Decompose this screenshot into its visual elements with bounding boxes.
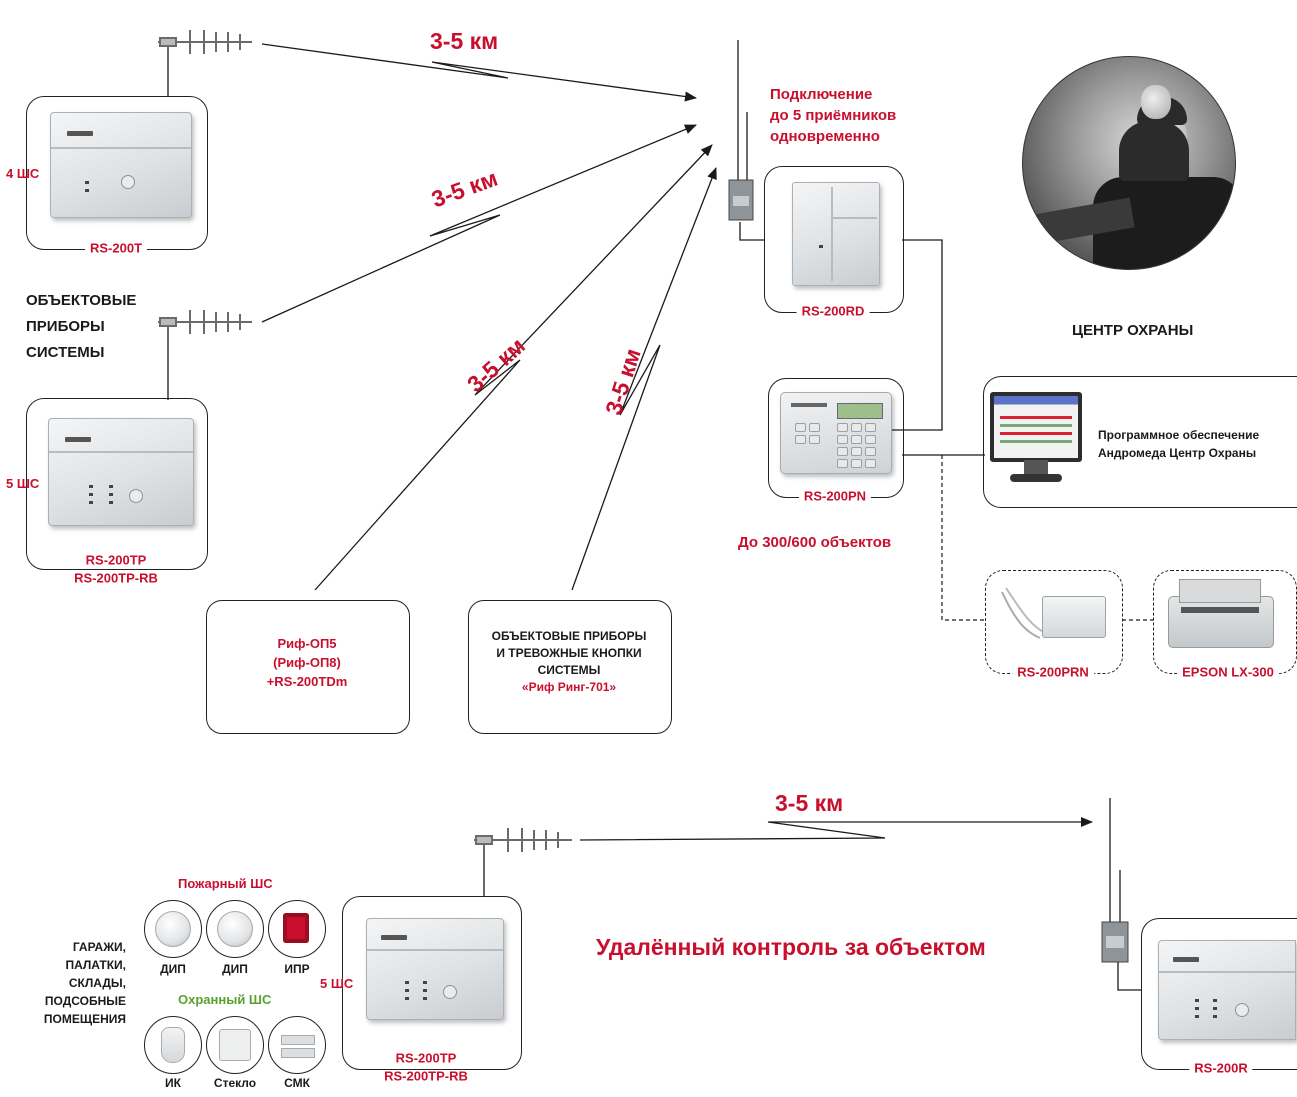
receivers-note-line1: Подключение — [770, 86, 873, 103]
security-sensor-label-1: ИК — [165, 1076, 181, 1090]
rs200tp-caption-2: RS-200TP-RB — [74, 570, 158, 586]
rif-ring-box — [468, 600, 672, 734]
smoke-detector-2 — [206, 900, 264, 958]
yagi-antenna-3 — [474, 828, 572, 852]
rif-op5-line1: Риф-ОП5 — [277, 636, 337, 651]
security-sensor-label-2: Стекло — [213, 1076, 257, 1090]
radio-link-middle — [261, 124, 697, 323]
rs200tp-caption-1: RS-200TP — [85, 552, 147, 568]
objects-label-line1: ОБЪЕКТОВЫЕ — [26, 292, 137, 309]
distance-label-top: 3-5 км — [430, 28, 499, 54]
rs200t-loops: 4 ШС — [6, 166, 40, 181]
rs200tp-bottom-caption-2: RS-200TP-RB — [384, 1068, 468, 1084]
epson-printer-image — [1168, 579, 1274, 648]
radio-link-bottom — [579, 817, 1093, 841]
magnetic-contact — [268, 1016, 326, 1074]
software-box — [983, 376, 1297, 508]
rs200pn-caption: RS-200PN — [798, 488, 872, 504]
rif-op5-line2: (Риф-ОП8) — [273, 655, 341, 670]
garages-line5: ПОМЕЩЕНИЯ — [43, 1012, 126, 1026]
operators-photo — [1022, 56, 1236, 270]
rif-op5-line3: +RS-200TDm — [266, 674, 348, 689]
manual-call-point — [268, 900, 326, 958]
rs200rd-caption: RS-200RD — [796, 303, 870, 319]
rif-ring-line3: СИСТЕМЫ — [537, 663, 601, 677]
rs200r-caption: RS-200R — [1189, 1060, 1253, 1076]
garages-line3: СКЛАДЫ, — [68, 976, 126, 990]
software-line1: Программное обеспечение — [1098, 428, 1260, 442]
objects-label-line3: СИСТЕМЫ — [26, 344, 105, 361]
rs200t-device-image — [50, 112, 192, 218]
glass-break-detector — [206, 1016, 264, 1074]
fire-sensor-label-2: ДИП — [222, 962, 248, 976]
fire-loop-label: Пожарный ШС — [178, 876, 273, 891]
radio-link-top — [261, 43, 697, 102]
distance-label-bottom: 3-5 км — [775, 790, 844, 816]
rs200pn-keypad-image — [780, 392, 892, 474]
receivers-note-line3: одновременно — [770, 128, 880, 145]
radio-link-diag-2 — [571, 167, 717, 591]
garages-line1: ГАРАЖИ, — [72, 940, 126, 954]
rs200rd-device-image — [792, 182, 880, 286]
capacity-label: До 300/600 объектов — [738, 534, 892, 551]
security-sensor-label-3: СМК — [284, 1076, 310, 1090]
whip-antenna-rs200r — [1101, 798, 1129, 963]
rs200tp-box — [26, 398, 208, 570]
garages-line4: ПОДСОБНЫЕ — [44, 994, 126, 1008]
rs200t-caption: RS-200T — [84, 240, 148, 256]
center-caption: ЦЕНТР ОХРАНЫ — [1072, 322, 1194, 339]
epson-caption: EPSON LX-300 — [1177, 664, 1279, 680]
yagi-antenna-1 — [158, 30, 252, 54]
rs200prn-device-image — [996, 582, 1110, 652]
fire-sensor-label-3: ИПР — [284, 962, 310, 976]
rs200tp-device-image — [48, 418, 194, 526]
rs200r-device-image — [1158, 940, 1296, 1040]
yagi-antenna-2 — [158, 310, 252, 334]
receivers-note-line2: до 5 приёмников — [770, 107, 897, 124]
garages-line2: ПАЛАТКИ, — [65, 958, 126, 972]
rs200tp-bottom-caption-1: RS-200TP — [395, 1050, 457, 1066]
rs200tp-bottom-box — [342, 896, 522, 1070]
radio-link-diag-1 — [314, 144, 713, 591]
objects-label-line2: ПРИБОРЫ — [26, 318, 105, 335]
rif-op5-box — [206, 600, 410, 734]
remote-control-label: Удалённый контроль за объектом — [596, 934, 986, 960]
security-loop-label: Охранный ШС — [178, 992, 272, 1007]
fire-sensor-label-1: ДИП — [160, 962, 186, 976]
rs200tp-bottom-loops: 5 ШС — [320, 976, 354, 991]
rif-ring-line4: «Риф Ринг-701» — [521, 680, 617, 694]
rif-ring-line1: ОБЪЕКТОВЫЕ ПРИБОРЫ — [491, 629, 647, 643]
whip-antenna-rs200rd — [728, 40, 754, 221]
rif-ring-line2: И ТРЕВОЖНЫЕ КНОПКИ — [496, 646, 642, 660]
rs200prn-caption: RS-200PRN — [1012, 664, 1094, 680]
software-line2: Андромеда Центр Охраны — [1098, 446, 1257, 460]
rs200tp-loops: 5 ШС — [6, 476, 40, 491]
pir-detector — [144, 1016, 202, 1074]
rs200tp-bottom-device-image — [366, 918, 504, 1020]
smoke-detector-1 — [144, 900, 202, 958]
